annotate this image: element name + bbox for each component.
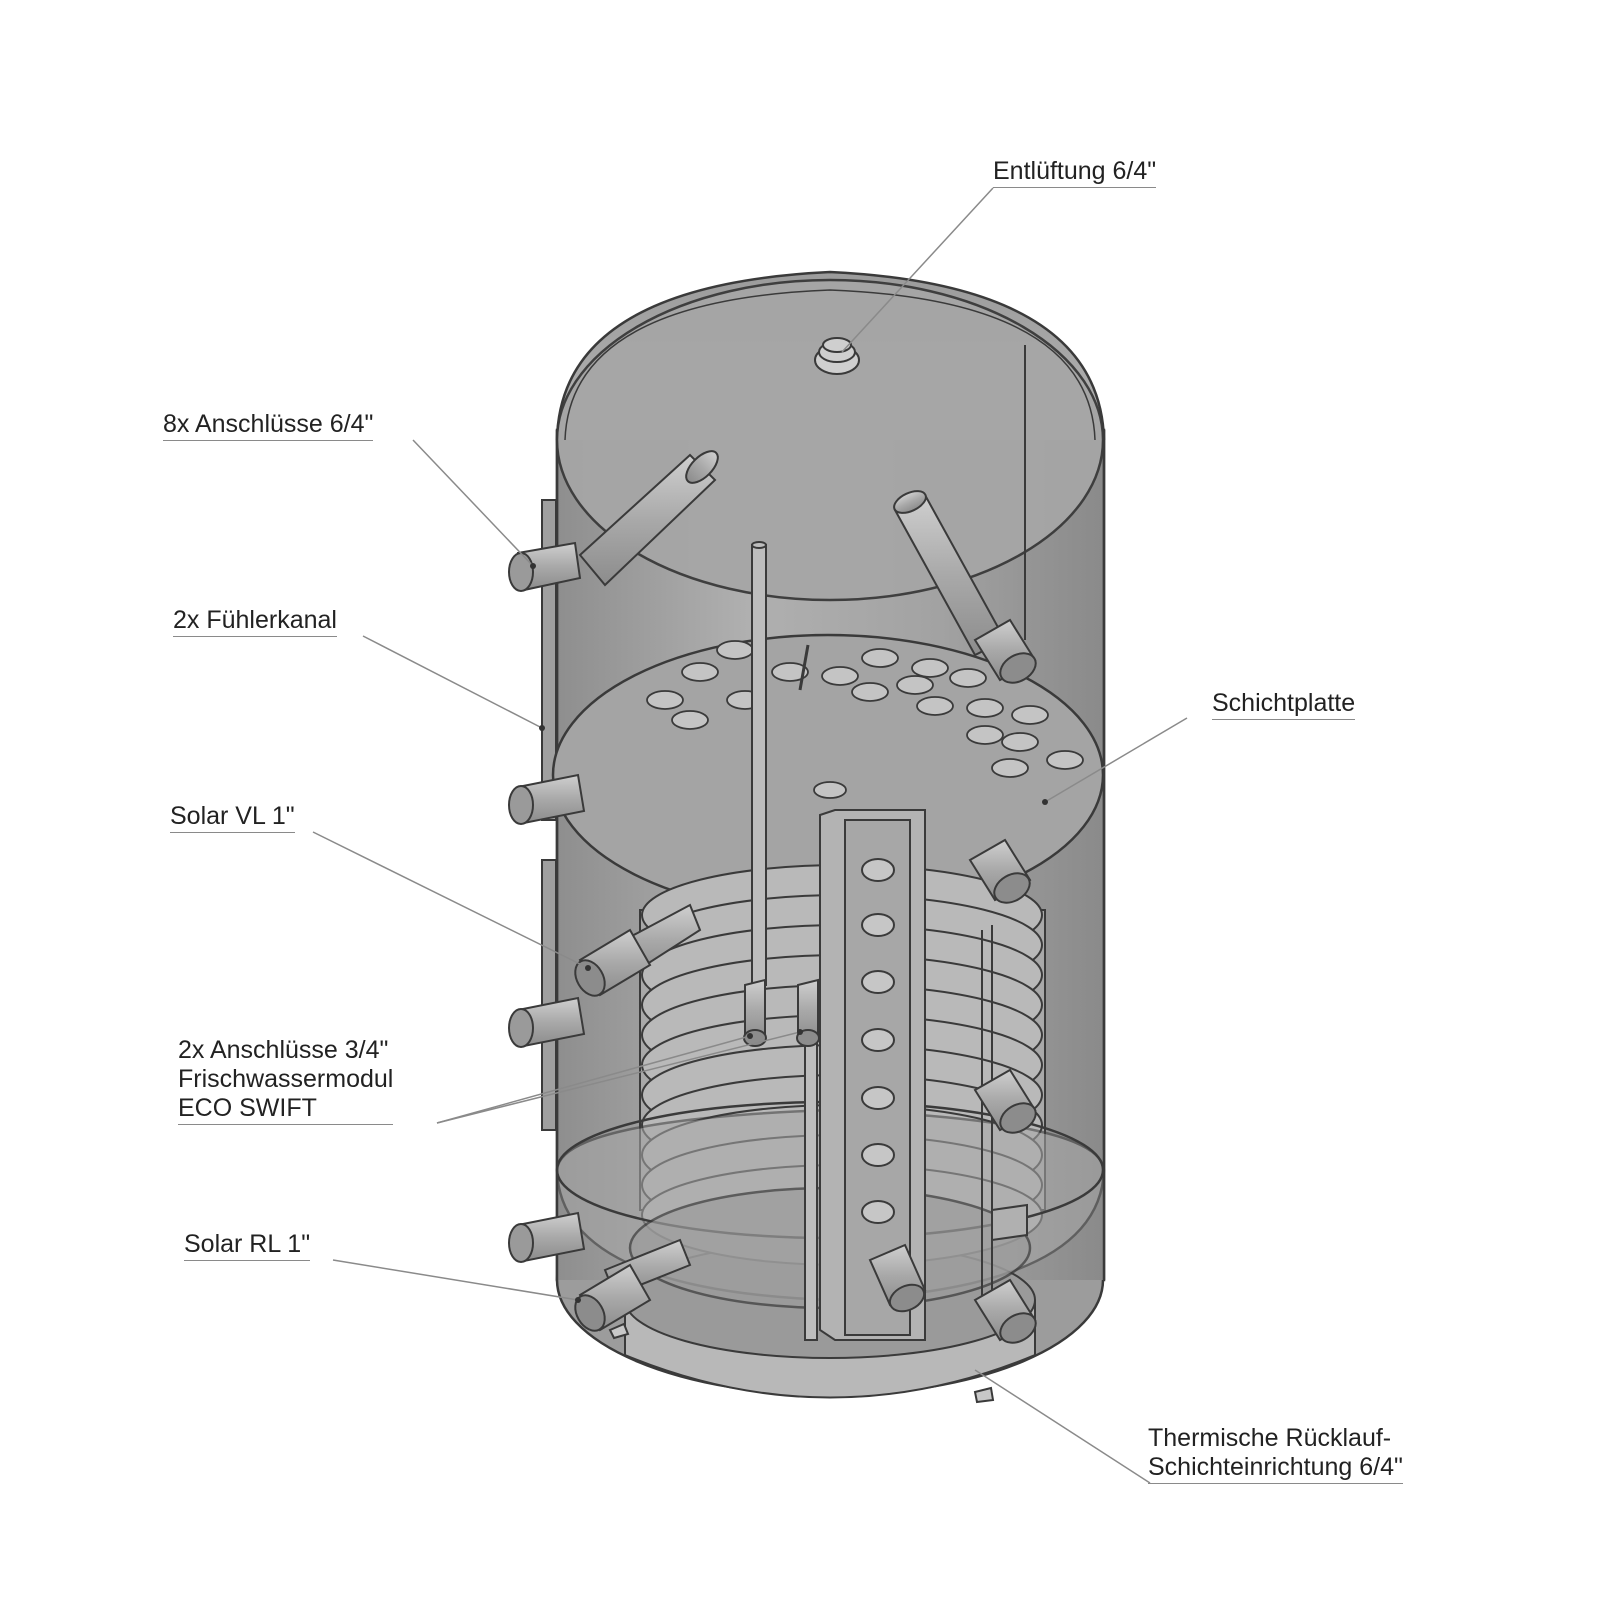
- label-solar-rl: Solar RL 1": [184, 1230, 311, 1261]
- leader-lines: [312, 187, 1188, 1484]
- stratification-duct: [819, 809, 1028, 1341]
- label-entlueftung: Entlüftung 6/4": [993, 157, 1157, 188]
- label-anschluesse-64: 8x Anschlüsse 6/4": [163, 410, 374, 441]
- label-fuehlerkanal: 2x Fühlerkanal: [173, 606, 337, 637]
- vent-fitting: [814, 337, 860, 375]
- label-anschluesse-34: 2x Anschlüsse 3/4" Frischwassermodul ECO…: [178, 1036, 394, 1125]
- sensor-channels: [541, 499, 557, 1131]
- leader-dots: [530, 563, 1048, 1303]
- stratification-plate: [551, 633, 1105, 917]
- label-schichtplatte: Schichtplatte: [1212, 689, 1356, 720]
- connection-pipes: [508, 541, 1037, 1344]
- label-thermische: Thermische Rücklauf- Schichteinrichtung …: [1148, 1424, 1403, 1484]
- label-solar-vl: Solar VL 1": [170, 802, 295, 833]
